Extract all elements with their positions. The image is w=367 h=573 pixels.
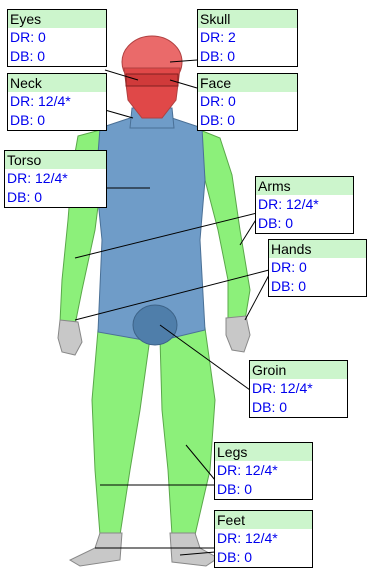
- hands-label-box: Hands DR: 0 DB: 0: [268, 239, 367, 297]
- location-name: Neck: [8, 74, 106, 92]
- db-value: DB: 0: [8, 111, 106, 130]
- location-name: Torso: [5, 151, 106, 169]
- location-name: Eyes: [8, 10, 106, 28]
- db-value: DB: 0: [198, 47, 297, 66]
- eyes-label-box: Eyes DR: 0 DB: 0: [7, 9, 107, 67]
- groin[interactable]: [133, 305, 177, 345]
- db-value: DB: 0: [215, 548, 312, 567]
- dr-value: DR: 12/4*: [250, 379, 347, 398]
- torso-label-box: Torso DR: 12/4* DB: 0: [4, 150, 107, 208]
- right-foot[interactable]: [170, 533, 218, 566]
- right-hand[interactable]: [226, 316, 250, 352]
- dr-value: DR: 12/4*: [215, 461, 312, 480]
- left-hand[interactable]: [58, 320, 82, 355]
- neck-label-box: Neck DR: 12/4* DB: 0: [7, 73, 107, 131]
- face-label-box: Face DR: 0 DB: 0: [197, 73, 298, 131]
- dr-value: DR: 12/4*: [256, 195, 353, 214]
- dr-value: DR: 12/4*: [215, 529, 312, 548]
- skull-label-box: Skull DR: 2 DB: 0: [197, 9, 298, 67]
- right-arm[interactable]: [200, 130, 250, 322]
- db-value: DB: 0: [5, 188, 106, 207]
- feet-label-box: Feet DR: 12/4* DB: 0: [214, 510, 313, 568]
- db-value: DB: 0: [250, 398, 347, 417]
- db-value: DB: 0: [215, 480, 312, 499]
- dr-value: DR: 0: [198, 92, 297, 111]
- location-name: Hands: [269, 240, 366, 258]
- location-name: Arms: [256, 177, 353, 195]
- left-leg[interactable]: [92, 330, 150, 535]
- db-value: DB: 0: [198, 111, 297, 130]
- legs-label-box: Legs DR: 12/4* DB: 0: [214, 442, 313, 500]
- dr-value: DR: 0: [8, 28, 106, 47]
- db-value: DB: 0: [8, 47, 106, 66]
- left-foot[interactable]: [70, 533, 122, 566]
- arms-label-box: Arms DR: 12/4* DB: 0: [255, 176, 354, 234]
- db-value: DB: 0: [269, 277, 366, 296]
- dr-value: DR: 2: [198, 28, 297, 47]
- groin-label-box: Groin DR: 12/4* DB: 0: [249, 360, 348, 418]
- location-name: Groin: [250, 361, 347, 379]
- location-name: Legs: [215, 443, 312, 461]
- location-name: Face: [198, 74, 297, 92]
- location-name: Feet: [215, 511, 312, 529]
- dr-value: DR: 12/4*: [5, 169, 106, 188]
- dr-value: DR: 12/4*: [8, 92, 106, 111]
- dr-value: DR: 0: [269, 258, 366, 277]
- db-value: DB: 0: [256, 214, 353, 233]
- location-name: Skull: [198, 10, 297, 28]
